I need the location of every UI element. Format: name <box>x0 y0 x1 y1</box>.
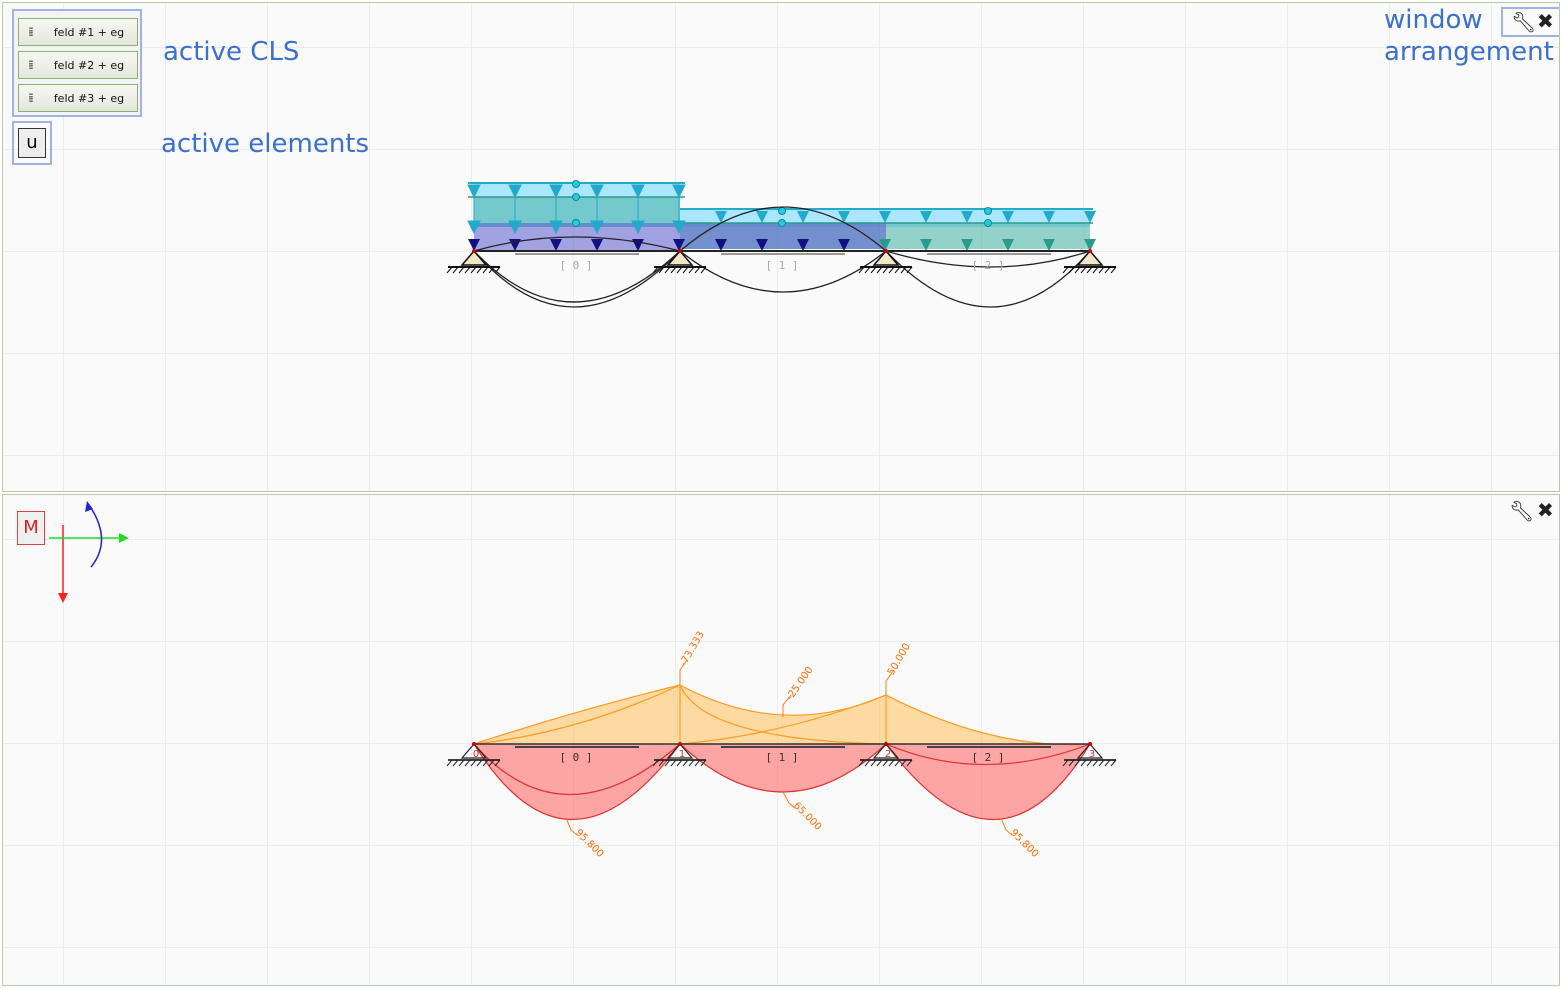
span-label: [ 2 ] <box>971 751 1004 764</box>
callout-window: window <box>1384 5 1483 35</box>
active-cls-panel: ⁞⁞ feld #1 + eg ⁞⁞ feld #2 + eg ⁞⁞ feld … <box>12 9 142 117</box>
callout-active-elements: active elements <box>161 129 370 159</box>
moment-diagram: 0 1 2 3 [ 0 ] [ 1 ] [ 2 ] -73.333 -25.00… <box>49 501 1117 860</box>
node-label: 3 <box>1089 749 1095 760</box>
cls-button-feld-2[interactable]: ⁞⁞ feld #2 + eg <box>18 51 138 79</box>
cls-button-feld-1[interactable]: ⁞⁞ feld #1 + eg <box>18 18 138 46</box>
span-label: [ 2 ] <box>971 259 1004 272</box>
grip-icon: ⁞⁞ <box>28 58 34 72</box>
node-label: 0 <box>473 749 479 760</box>
callout-active-cls: active CLS <box>163 37 300 67</box>
span-label: [ 0 ] <box>559 751 592 764</box>
results-view-pane[interactable]: 0 1 2 3 [ 0 ] [ 1 ] [ 2 ] -73.333 -25.00… <box>2 494 1560 986</box>
span-label: [ 0 ] <box>559 259 592 272</box>
wrench-icon[interactable]: 🔧︎ <box>1511 10 1537 34</box>
grip-icon: ⁞⁞ <box>28 25 34 39</box>
cls-button-feld-3[interactable]: ⁞⁞ feld #3 + eg <box>18 84 138 112</box>
cls-button-label: feld #1 + eg <box>53 25 125 39</box>
structure-drawing: [ 0 ] [ 1 ] [ 2 ] <box>446 180 1117 308</box>
cls-button-label: feld #3 + eg <box>53 91 125 105</box>
moment-label: -73.333 <box>678 630 707 669</box>
node-label: 1 <box>679 749 685 760</box>
moment-result-button[interactable]: M <box>17 511 45 545</box>
active-elements-panel: u <box>12 121 52 165</box>
moment-label: 95.800 <box>1008 827 1041 860</box>
close-icon[interactable]: ✖ <box>1537 9 1554 33</box>
moment-label: 65.000 <box>791 800 824 833</box>
moment-label: -25.000 <box>784 665 815 703</box>
moment-label: 95.800 <box>573 827 606 860</box>
wrench-icon[interactable]: 🔧︎ <box>1509 499 1535 523</box>
span-label: [ 1 ] <box>765 259 798 272</box>
element-u-button[interactable]: u <box>18 128 46 158</box>
moment-label: -50.000 <box>884 642 913 681</box>
structure-view-pane[interactable]: [ 0 ] [ 1 ] [ 2 ] ⁞⁞ feld #1 + eg ⁞⁞ fel… <box>2 2 1560 492</box>
window-arrangement-toolbar: 🔧︎ ✖ <box>1501 7 1559 37</box>
span-label: [ 1 ] <box>765 751 798 764</box>
cls-button-label: feld #2 + eg <box>53 58 125 72</box>
callout-arrangement: arrangement <box>1384 37 1554 67</box>
grip-icon: ⁞⁞ <box>28 91 34 105</box>
close-icon[interactable]: ✖ <box>1537 498 1554 522</box>
node-label: 2 <box>885 749 891 760</box>
